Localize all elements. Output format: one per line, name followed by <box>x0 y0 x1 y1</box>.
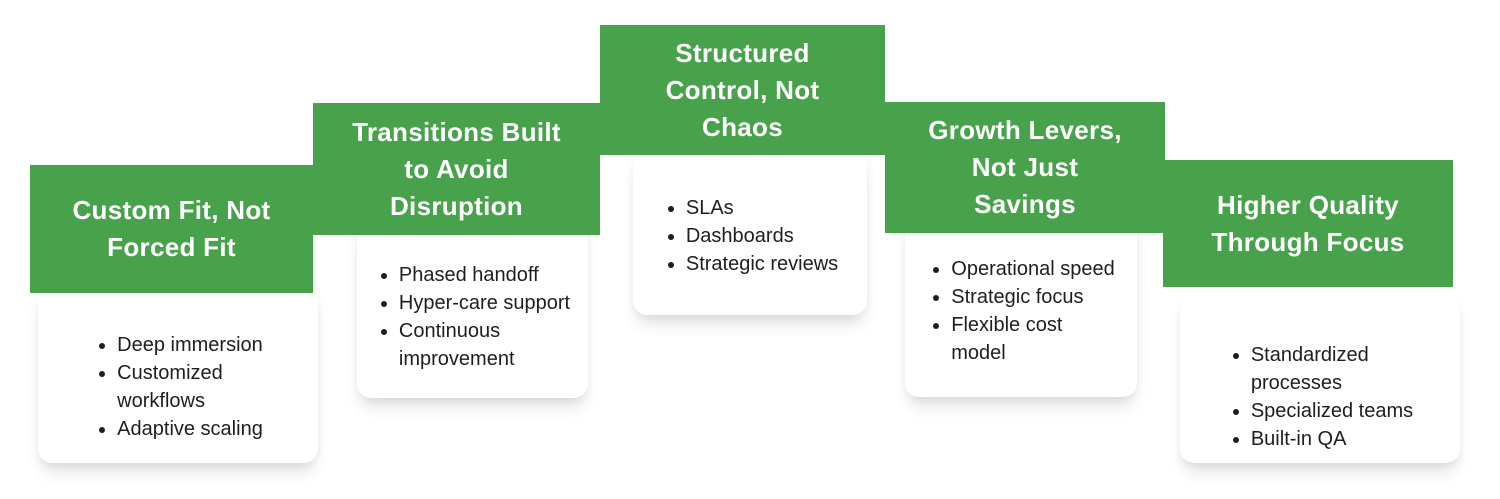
bullet-list: SLAs Dashboards Strategic reviews <box>662 194 838 278</box>
pillar-card-transitions: Phased handoff Hyper-care support Contin… <box>357 217 588 398</box>
bullet-item: Dashboards <box>686 222 838 250</box>
bullet-list: Operational speed Strategic focus Flexib… <box>927 255 1114 367</box>
bullet-list: Deep immersion Customized workflows Adap… <box>93 331 263 443</box>
pillar-title: Higher Quality Through Focus <box>1211 189 1405 257</box>
bullet-item: Flexible cost model <box>951 311 1114 367</box>
bullet-list: Standardized processes Specialized teams… <box>1227 341 1413 453</box>
bullet-item: Strategic reviews <box>686 250 838 278</box>
bullet-item: Customized workflows <box>117 359 263 415</box>
pillar-card-structured-control: SLAs Dashboards Strategic reviews <box>633 150 867 315</box>
bullet-item: SLAs <box>686 194 838 222</box>
pillar-header-custom-fit: Custom Fit, Not Forced Fit <box>30 165 313 293</box>
pillar-card-custom-fit: Deep immersion Customized workflows Adap… <box>38 287 318 463</box>
pillar-header-higher-quality: Higher Quality Through Focus <box>1163 160 1453 287</box>
pillar-title: Transitions Built to Avoid Disruption <box>352 116 561 221</box>
pillar-title: Structured Control, Not Chaos <box>665 37 820 142</box>
bullet-item: Operational speed <box>951 255 1114 283</box>
bullet-item: Adaptive scaling <box>117 415 263 443</box>
pillar-title: Custom Fit, Not Forced Fit <box>72 195 271 262</box>
bullet-item: Hyper-care support <box>399 289 570 317</box>
bullet-item: Deep immersion <box>117 331 263 359</box>
pillar-header-growth-levers: Growth Levers, Not Just Savings <box>885 102 1165 233</box>
pillar-header-structured-control: Structured Control, Not Chaos <box>600 25 885 155</box>
pillar-card-higher-quality: Standardized processes Specialized teams… <box>1180 297 1460 463</box>
bullet-item: Phased handoff <box>399 261 570 289</box>
pillar-title: Growth Levers, Not Just Savings <box>928 115 1122 219</box>
bullet-item: Standardized processes <box>1251 341 1413 397</box>
bullet-item: Continuous improvement <box>399 317 570 373</box>
pillar-header-transitions: Transitions Built to Avoid Disruption <box>313 103 600 235</box>
bullet-item: Specialized teams <box>1251 397 1413 425</box>
bullet-item: Strategic focus <box>951 283 1114 311</box>
bullet-item: Built-in QA <box>1251 425 1413 453</box>
bullet-list: Phased handoff Hyper-care support Contin… <box>375 261 570 373</box>
pillar-card-growth-levers: Operational speed Strategic focus Flexib… <box>905 211 1137 397</box>
